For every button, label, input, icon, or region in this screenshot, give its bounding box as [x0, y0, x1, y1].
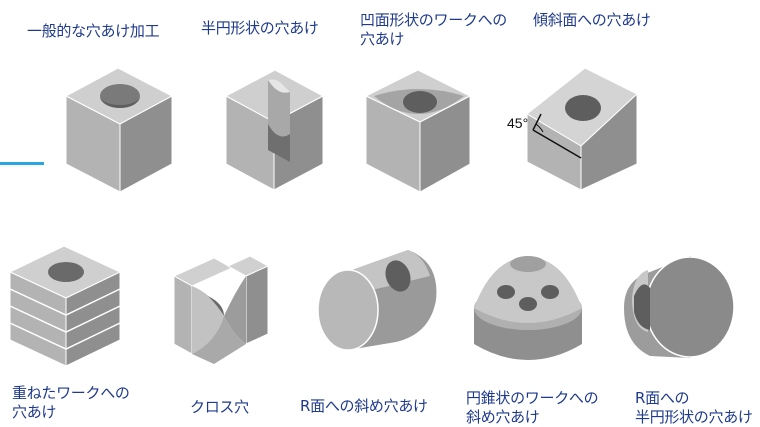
figure-slope-block: 45° [507, 67, 638, 191]
label-stacked-drilling: 重ねたワークへの 穴あけ [12, 384, 130, 421]
label-r-surface-angled-drilling: R面への斜め穴あけ [300, 397, 428, 415]
hole [497, 285, 515, 299]
hole [519, 297, 537, 311]
figure-cylinder-angled-hole [317, 250, 437, 351]
hole [565, 95, 601, 121]
cylinder-end [645, 256, 735, 358]
label-cross-hole: クロス穴 [190, 398, 249, 416]
accent-line [0, 162, 44, 165]
label-general-drilling: 一般的な穴あけ加工 [27, 22, 160, 40]
label-concave-drilling: 凹面形状のワークへの 穴あけ [360, 11, 508, 48]
figure-general-cube [64, 67, 174, 193]
figure-cone-workpiece [474, 256, 582, 360]
cylinder-end [317, 269, 379, 351]
hole [100, 84, 140, 108]
label-r-surface-half-circle: R面への 半円形状の穴あけ [635, 389, 753, 426]
label-cone-angled-drilling: 円錐状のワークへの 斜め穴あけ [466, 389, 599, 426]
hole [385, 260, 411, 292]
figure-half-circle-block [224, 69, 325, 191]
hole [403, 91, 437, 113]
angle-label: 45° [507, 115, 528, 131]
label-half-circle-drilling: 半円形状の穴あけ [201, 19, 319, 37]
figure-concave-block [364, 69, 472, 193]
hole [48, 262, 84, 282]
figure-stacked-plates [8, 245, 122, 367]
figure-cross-hole [172, 255, 270, 364]
figure-r-surface-half-circle [624, 256, 735, 358]
half-circle-slot [634, 284, 650, 330]
hole [541, 285, 559, 299]
label-slope-drilling: 傾斜面への穴あけ [533, 11, 651, 29]
